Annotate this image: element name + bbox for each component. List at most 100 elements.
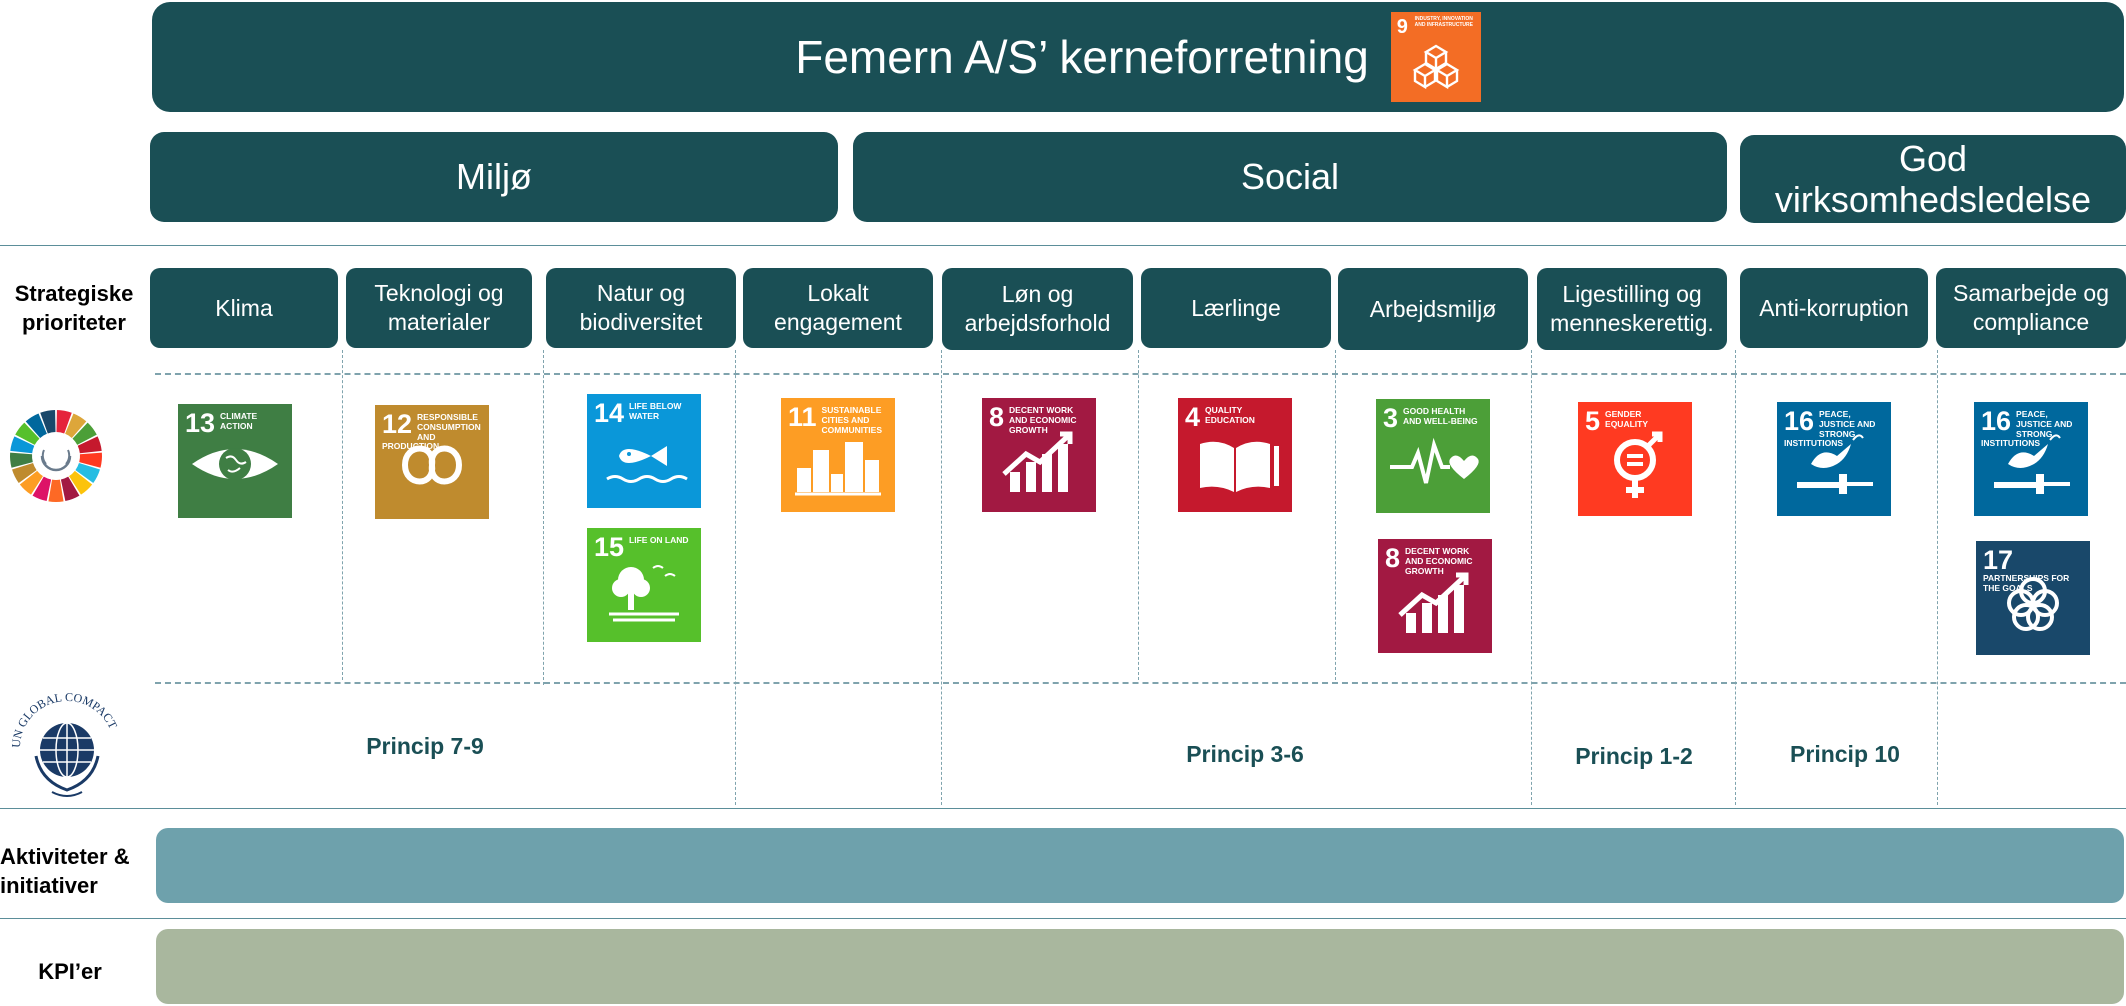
gender-equality-icon — [1614, 431, 1663, 498]
sdg-number: 17 — [1983, 545, 2014, 575]
sdg-number: 8 — [989, 402, 1005, 432]
sdg-number: 8 — [1385, 543, 1401, 573]
priority-label: Teknologi og materialer — [374, 280, 504, 335]
sdg-label: INDUSTRY, INNOVATION AND INFRASTRUCTURE — [1414, 16, 1473, 28]
tree-icon — [609, 565, 679, 622]
cubes-icon — [1412, 44, 1460, 90]
divider — [1138, 350, 1139, 680]
priority-label: Natur og biodiversitet — [579, 280, 703, 335]
rings-icon — [2007, 577, 2059, 631]
sdg-label: QUALITY EDUCATION — [1205, 405, 1255, 425]
sdg-label: CLIMATE ACTION — [220, 411, 258, 431]
separator-sdg-bottom — [155, 682, 2126, 684]
sdg-wheel-segment — [25, 413, 47, 438]
separator-activities — [0, 808, 2126, 809]
sdg-wheel-segment — [56, 410, 72, 434]
priority-box: Arbejdsmiljø — [1338, 268, 1528, 350]
sdg-label: GENDER EQUALITY — [1605, 409, 1649, 429]
priority-box: Teknologi og materialer — [346, 268, 532, 348]
priority-label: Ligestilling og menneskerettig. — [1550, 281, 1714, 336]
priority-label: Arbejdsmiljø — [1369, 295, 1497, 322]
separator-sdg-top — [155, 373, 2126, 375]
sdg-label: LIFE BELOW WATER — [629, 401, 682, 421]
dove-gavel-icon — [1994, 434, 2070, 494]
pillar-label: Social — [1240, 156, 1340, 198]
sdg-number: 3 — [1383, 403, 1399, 433]
principle-7-9: Princip 7-9 — [366, 733, 484, 759]
priority-box: Ligestilling og menneskerettig. — [1537, 268, 1727, 350]
priority-label: Klima — [215, 294, 273, 321]
divider — [941, 350, 942, 805]
sdg-number: 5 — [1585, 406, 1601, 436]
priority-label: Lærlinge — [1191, 294, 1281, 321]
priority-box: Lærlinge — [1141, 268, 1331, 348]
heartbeat-icon — [1390, 437, 1479, 484]
principle-3-6: Princip 3-6 — [1186, 741, 1304, 767]
kpi-bar — [156, 929, 2124, 1004]
principle-1-2: Princip 1-2 — [1575, 743, 1693, 769]
sdg-number: 16 — [1981, 406, 2012, 436]
divider — [342, 350, 343, 680]
sdg-wheel-segment — [9, 452, 33, 468]
growth-chart-icon — [1002, 431, 1073, 492]
priority-box: Lokalt engagement — [743, 268, 933, 348]
sdg-label: DECENT WORK AND ECONOMIC GROWTH — [1405, 546, 1473, 576]
sdg-label: GOOD HEALTH AND WELL-BEING — [1403, 406, 1478, 426]
title-banner: Femern A/S’ kerneforretning 9 INDUSTRY, … — [152, 2, 2124, 112]
pillar-label: Miljø — [456, 156, 532, 198]
sdg-wheel-segment — [79, 452, 103, 468]
row-label-priorities: Strategiske prioriteter — [14, 281, 134, 335]
divider — [1531, 350, 1532, 805]
sdg-wheel-segment — [48, 479, 64, 503]
dove-gavel-icon — [1797, 434, 1873, 494]
sdg-wheel-segment — [40, 410, 56, 434]
row-label-kpis: KPI’er — [38, 959, 102, 984]
sdg-number: 4 — [1185, 402, 1201, 432]
book-icon — [1200, 441, 1279, 492]
infinity-icon — [401, 445, 463, 485]
sdg-number: 13 — [185, 408, 216, 438]
sdg-wheel-segment — [65, 413, 87, 438]
divider — [1335, 350, 1336, 680]
activities-bar — [156, 828, 2124, 903]
sdg-wheel-segment — [10, 436, 35, 454]
sdg-wheel-segment — [32, 476, 52, 502]
sdg-wheel-segment — [15, 422, 40, 445]
priority-box: Løn og arbejdsforhold — [942, 268, 1133, 350]
un-global-compact-logo: UN GLOBAL COMPACT — [9, 690, 120, 797]
sdg-number: 11 — [788, 402, 817, 432]
page-title: Femern A/S’ kerneforretning — [795, 31, 1369, 83]
sdg-label: PEACE, JUSTICE AND STRONG INSTITUTIONS — [1981, 409, 2073, 449]
sdg-number: 12 — [382, 409, 413, 439]
sdg-label: RESPONSIBLE CONSUMPTION AND PRODUCTION — [382, 412, 481, 452]
sdg-label: LIFE ON LAND — [629, 535, 689, 545]
sdg-number: 9 — [1396, 16, 1408, 38]
sdg-label: PEACE, JUSTICE AND STRONG INSTITUTIONS — [1784, 409, 1876, 449]
priority-box: Anti-korruption — [1740, 268, 1928, 348]
pillar-miljo: Miljø — [150, 132, 838, 222]
divider — [735, 350, 736, 805]
priority-label: Anti-korruption — [1759, 294, 1909, 321]
sdg-number: 14 — [594, 398, 625, 428]
divider — [543, 350, 544, 685]
eye-globe-icon — [192, 448, 278, 480]
growth-chart-icon — [1398, 572, 1469, 633]
priority-label: Lokalt engagement — [774, 280, 902, 335]
divider — [1735, 350, 1736, 805]
separator-top — [0, 245, 2126, 246]
buildings-icon — [795, 442, 881, 496]
sdg-wheel-segment — [72, 422, 97, 445]
sdg-wheel-segment — [60, 476, 80, 502]
fish-icon — [606, 446, 688, 483]
sdg-number: 16 — [1784, 406, 1815, 436]
title-sdg-tile: 9 INDUSTRY, INNOVATION AND INFRASTRUCTUR… — [1390, 12, 1481, 102]
sdg-label: SUSTAINABLE CITIES AND COMMUNITIES — [821, 405, 882, 435]
pillar-social: Social — [853, 132, 1727, 222]
